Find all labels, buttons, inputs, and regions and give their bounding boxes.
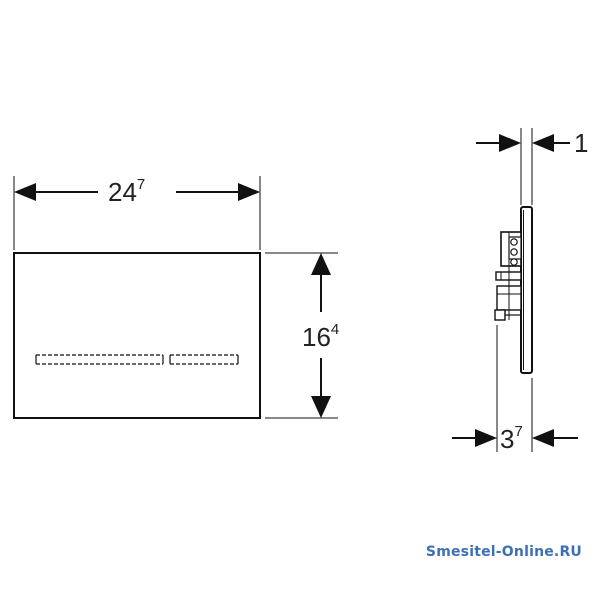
flush-button-strip <box>35 354 239 365</box>
plate-side-profile <box>520 206 533 374</box>
watermark-text: Smesitel-Online.RU <box>425 544 582 560</box>
width-dimension-line <box>14 183 260 201</box>
height-dimension-line <box>311 253 331 418</box>
flush-plate-front-outline <box>13 252 261 419</box>
side-view: 1 37 <box>452 128 588 454</box>
thickness-dimension-label: 1 <box>574 128 588 158</box>
thickness-dimension-arrows <box>476 134 570 152</box>
depth-dimension-arrows <box>452 429 578 447</box>
mounting-mechanism <box>494 231 522 321</box>
width-dimension-label: 247 <box>108 176 145 207</box>
height-dimension-label: 164 <box>302 321 339 352</box>
front-view: 247 164 <box>13 176 339 419</box>
depth-dimension-label: 37 <box>500 423 523 454</box>
